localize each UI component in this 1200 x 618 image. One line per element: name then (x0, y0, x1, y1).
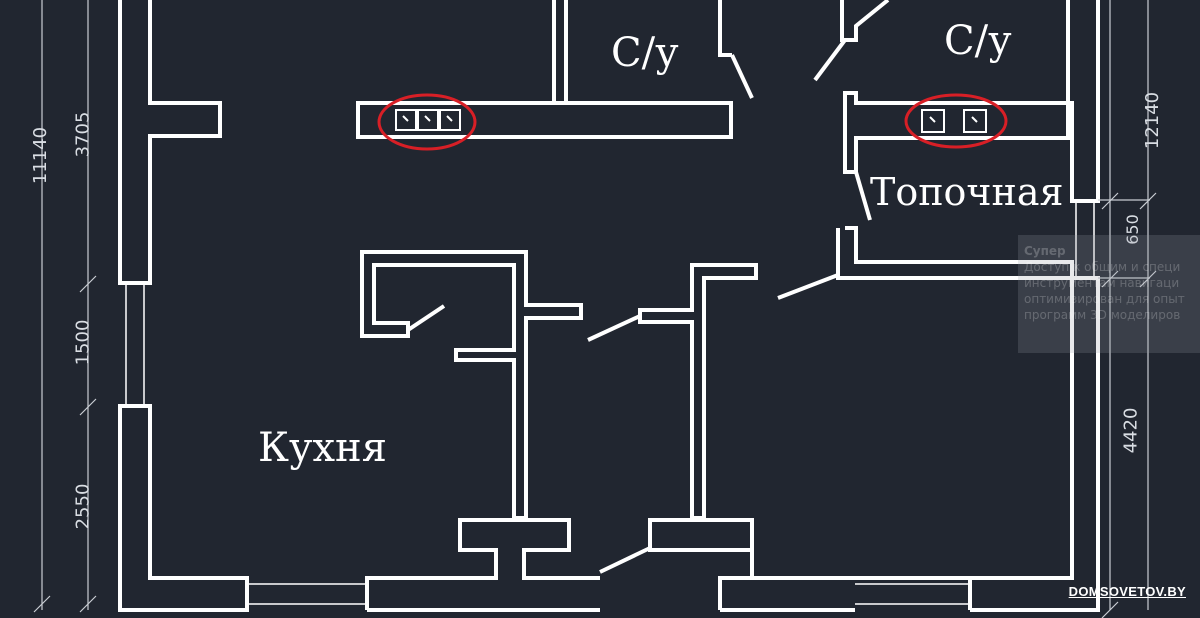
door-swing-bathroom-1 (730, 54, 754, 99)
door-swing-storage (406, 304, 446, 332)
wall-left-upper (118, 0, 222, 285)
annotation-circle-left (377, 93, 477, 151)
wall-storage-outer (360, 250, 583, 520)
dimension-lines-left (33, 0, 97, 613)
tooltip-line: оптимизирован для опыт (1024, 292, 1185, 306)
tooltip-overlay: Супер Доступ к общим и специ инструмента… (1018, 235, 1200, 353)
door-swing-center (587, 314, 641, 342)
door-swing-top-center (813, 38, 847, 82)
room-label-bathroom-1: С/у (611, 30, 679, 76)
annotation-circle-right (904, 93, 1008, 149)
window-right (1075, 201, 1095, 278)
room-label-bathroom-2: С/у (944, 18, 1012, 64)
tooltip-line: инструментам навигаци (1024, 276, 1180, 290)
dimension-left-total: 11140 (30, 126, 52, 185)
dimension-right-total: 12140 (1142, 91, 1164, 150)
wall-bathroom-1-right (718, 0, 732, 57)
dimension-left-2: 1500 (72, 319, 94, 366)
room-label-kitchen: Кухня (258, 425, 387, 471)
wall-top-right-partition (843, 91, 1070, 174)
wall-angled-top (840, 0, 890, 42)
tooltip-line: Доступ к общим и специ (1024, 260, 1181, 274)
chimney-vents-right (921, 109, 987, 133)
dimension-lines-right (1098, 0, 1157, 618)
tooltip-line: программ 3D моделиров (1024, 308, 1181, 322)
wall-top-left-partition (356, 101, 733, 139)
watermark: DOMSOVETOV.BY (1068, 584, 1186, 599)
room-label-boiler-room: Топочная (870, 170, 1064, 214)
dimension-left-1: 3705 (72, 111, 94, 158)
chimney-vents-left (395, 109, 461, 131)
door-swing-room-right (777, 273, 839, 300)
wall-right-upper (1066, 0, 1100, 203)
window-bottom-right (855, 583, 970, 605)
door-swing-boiler (854, 171, 872, 221)
dimension-right-2: 4420 (1120, 407, 1142, 454)
window-bottom-left (247, 583, 367, 605)
wall-bottom-right-part (648, 518, 972, 610)
wall-right-lower (970, 276, 1100, 612)
wall-center-right (638, 263, 758, 520)
wall-bottom-middle (365, 518, 600, 610)
tooltip-title: Супер (1024, 244, 1066, 258)
dimension-left-3: 2550 (72, 483, 94, 530)
window-left (125, 283, 145, 406)
wall-bathroom-1-left (552, 0, 568, 103)
door-swing-bottom (599, 546, 651, 574)
wall-boiler-bottom (836, 226, 1074, 280)
wall-left-lower (118, 404, 249, 612)
